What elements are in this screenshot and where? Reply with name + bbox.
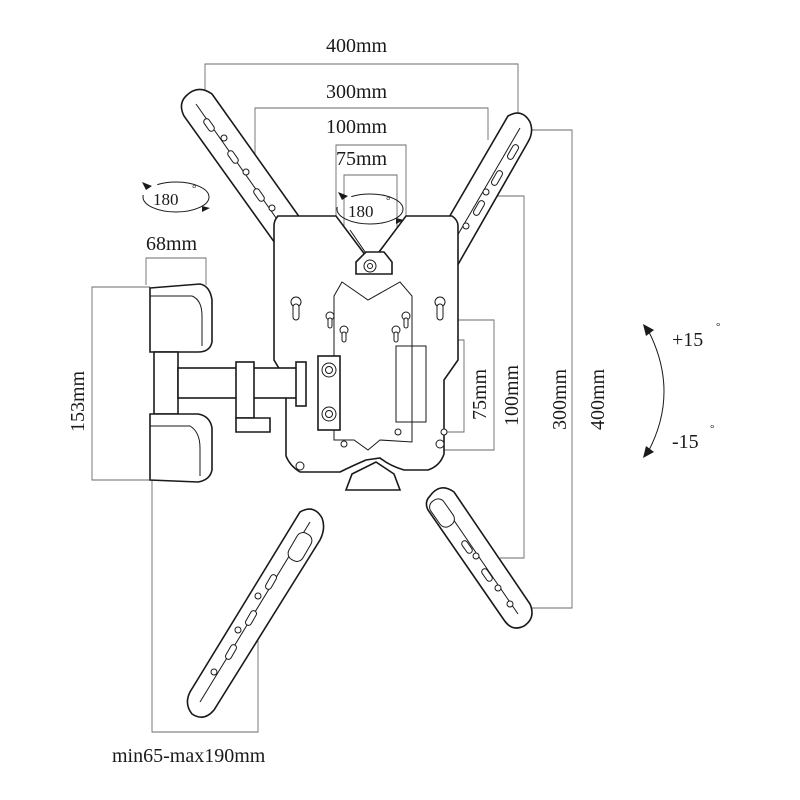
label-300mm-height: 300mm	[549, 368, 571, 430]
top-bolt	[355, 251, 393, 275]
label-75mm-height: 75mm	[469, 368, 491, 420]
label-100mm-height: 100mm	[501, 364, 523, 426]
degree-swivel-arm: °	[192, 183, 196, 195]
label-tilt-up: +15	[672, 329, 703, 351]
label-100mm-width: 100mm	[326, 116, 388, 138]
label-extension-range: min65-max190mm	[112, 745, 266, 767]
degree-swivel-head: °	[386, 195, 390, 207]
degree-tilt-down: °	[710, 423, 714, 435]
dimension-lines	[91, 63, 573, 733]
extension-arm	[177, 361, 307, 433]
rotation-arrow-head	[336, 192, 404, 225]
label-68mm-depth: 68mm	[146, 233, 198, 255]
label-400mm-width: 400mm	[326, 35, 388, 57]
keyhole-slots	[290, 296, 448, 471]
tilt-arc	[643, 324, 665, 458]
label-153mm-height: 153mm	[67, 370, 89, 432]
pivot-bracket	[317, 355, 341, 431]
labels: 400mm 300mm 100mm 75mm 68mm 153mm 75mm 1…	[67, 35, 720, 767]
label-75mm-width: 75mm	[336, 148, 388, 170]
arm-lower-right	[425, 487, 533, 629]
rotation-arrow-arm	[142, 181, 210, 213]
degree-tilt-up: °	[716, 321, 720, 333]
label-400mm-height: 400mm	[587, 368, 609, 430]
label-swivel-head: 180	[348, 202, 374, 221]
label-300mm-width: 300mm	[326, 81, 388, 103]
label-tilt-down: -15	[672, 431, 699, 453]
tv-plate	[273, 215, 459, 491]
arm-lower-left	[186, 508, 325, 718]
label-swivel-arm: 180	[153, 190, 179, 209]
